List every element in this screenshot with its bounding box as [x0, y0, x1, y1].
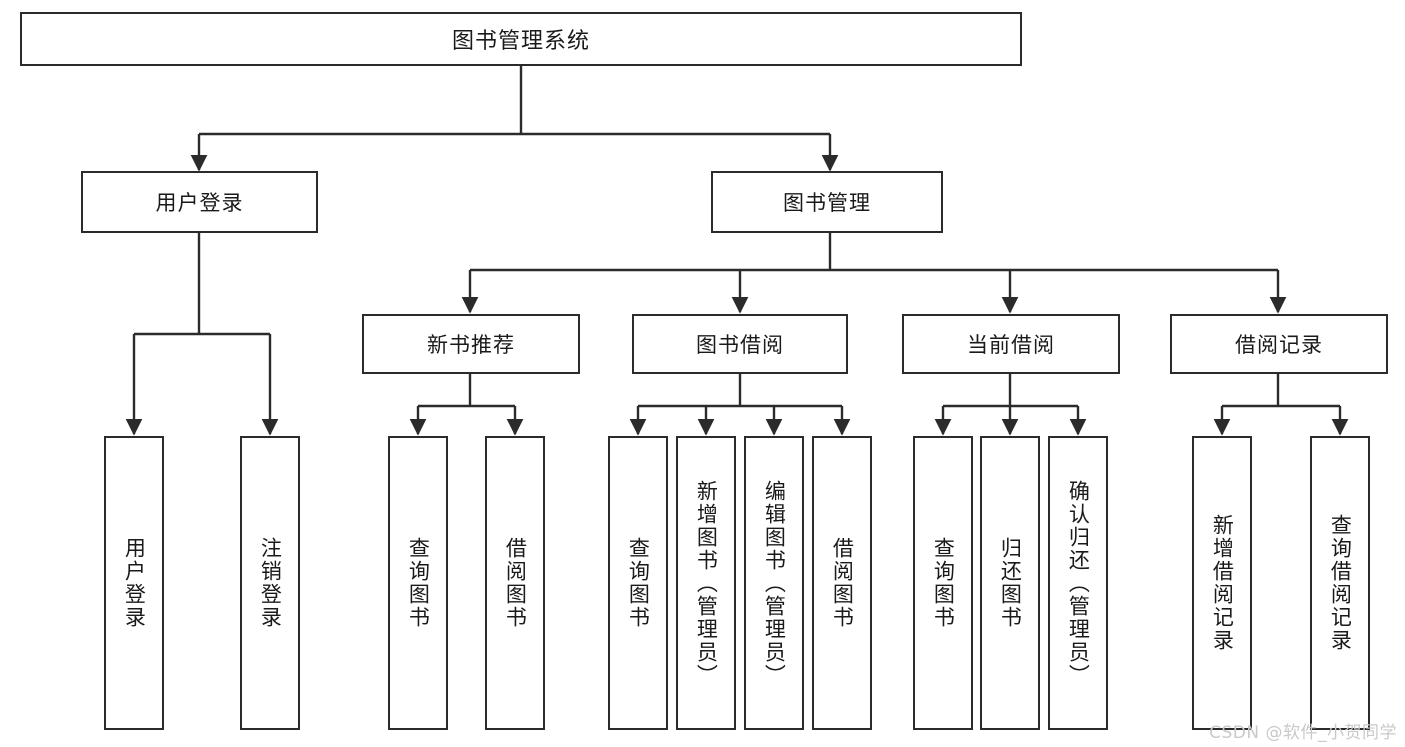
- leaf-logout[interactable]: 注销登录: [240, 436, 300, 730]
- leaf-label: 查询图书: [406, 537, 431, 629]
- node-borrow-record[interactable]: 借阅记录: [1170, 314, 1388, 374]
- leaf-add-borrow-record[interactable]: 新增借阅记录: [1192, 436, 1252, 730]
- leaf-query-book-borrow[interactable]: 查询图书: [608, 436, 668, 730]
- leaf-borrow-book[interactable]: 借阅图书: [812, 436, 872, 730]
- node-new-book-recommend[interactable]: 新书推荐: [362, 314, 580, 374]
- leaf-edit-book-admin[interactable]: 编辑图书（管理员）: [744, 436, 804, 730]
- leaf-query-borrow-record[interactable]: 查询借阅记录: [1310, 436, 1370, 730]
- leaf-label: 编辑图书（管理员）: [762, 479, 787, 687]
- node-book-management[interactable]: 图书管理: [711, 171, 943, 233]
- node-current-borrow[interactable]: 当前借阅: [902, 314, 1120, 374]
- leaf-confirm-return-admin[interactable]: 确认归还（管理员）: [1048, 436, 1108, 730]
- leaf-label: 借阅图书: [830, 537, 855, 629]
- leaf-label: 注销登录: [258, 537, 283, 629]
- leaf-query-book-recommend[interactable]: 查询图书: [388, 436, 448, 730]
- leaf-label: 查询图书: [626, 537, 651, 629]
- leaf-label: 归还图书: [998, 537, 1023, 629]
- leaf-label: 借阅图书: [503, 537, 528, 629]
- node-root-system[interactable]: 图书管理系统: [20, 12, 1022, 66]
- leaf-return-book[interactable]: 归还图书: [980, 436, 1040, 730]
- leaf-label: 新增图书（管理员）: [694, 479, 719, 687]
- csdn-watermark: CSDN @软件_小贺同学: [1209, 723, 1397, 743]
- leaf-user-login[interactable]: 用户登录: [104, 436, 164, 730]
- leaf-query-book-current[interactable]: 查询图书: [913, 436, 973, 730]
- node-user-login[interactable]: 用户登录: [81, 171, 318, 233]
- node-book-borrow[interactable]: 图书借阅: [632, 314, 848, 374]
- leaf-label: 用户登录: [122, 537, 147, 629]
- leaf-borrow-book-recommend[interactable]: 借阅图书: [485, 436, 545, 730]
- leaf-label: 查询图书: [931, 537, 956, 629]
- leaf-label: 新增借阅记录: [1210, 514, 1235, 652]
- leaf-label: 确认归还（管理员）: [1066, 479, 1091, 687]
- leaf-label: 查询借阅记录: [1328, 514, 1353, 652]
- leaf-add-book-admin[interactable]: 新增图书（管理员）: [676, 436, 736, 730]
